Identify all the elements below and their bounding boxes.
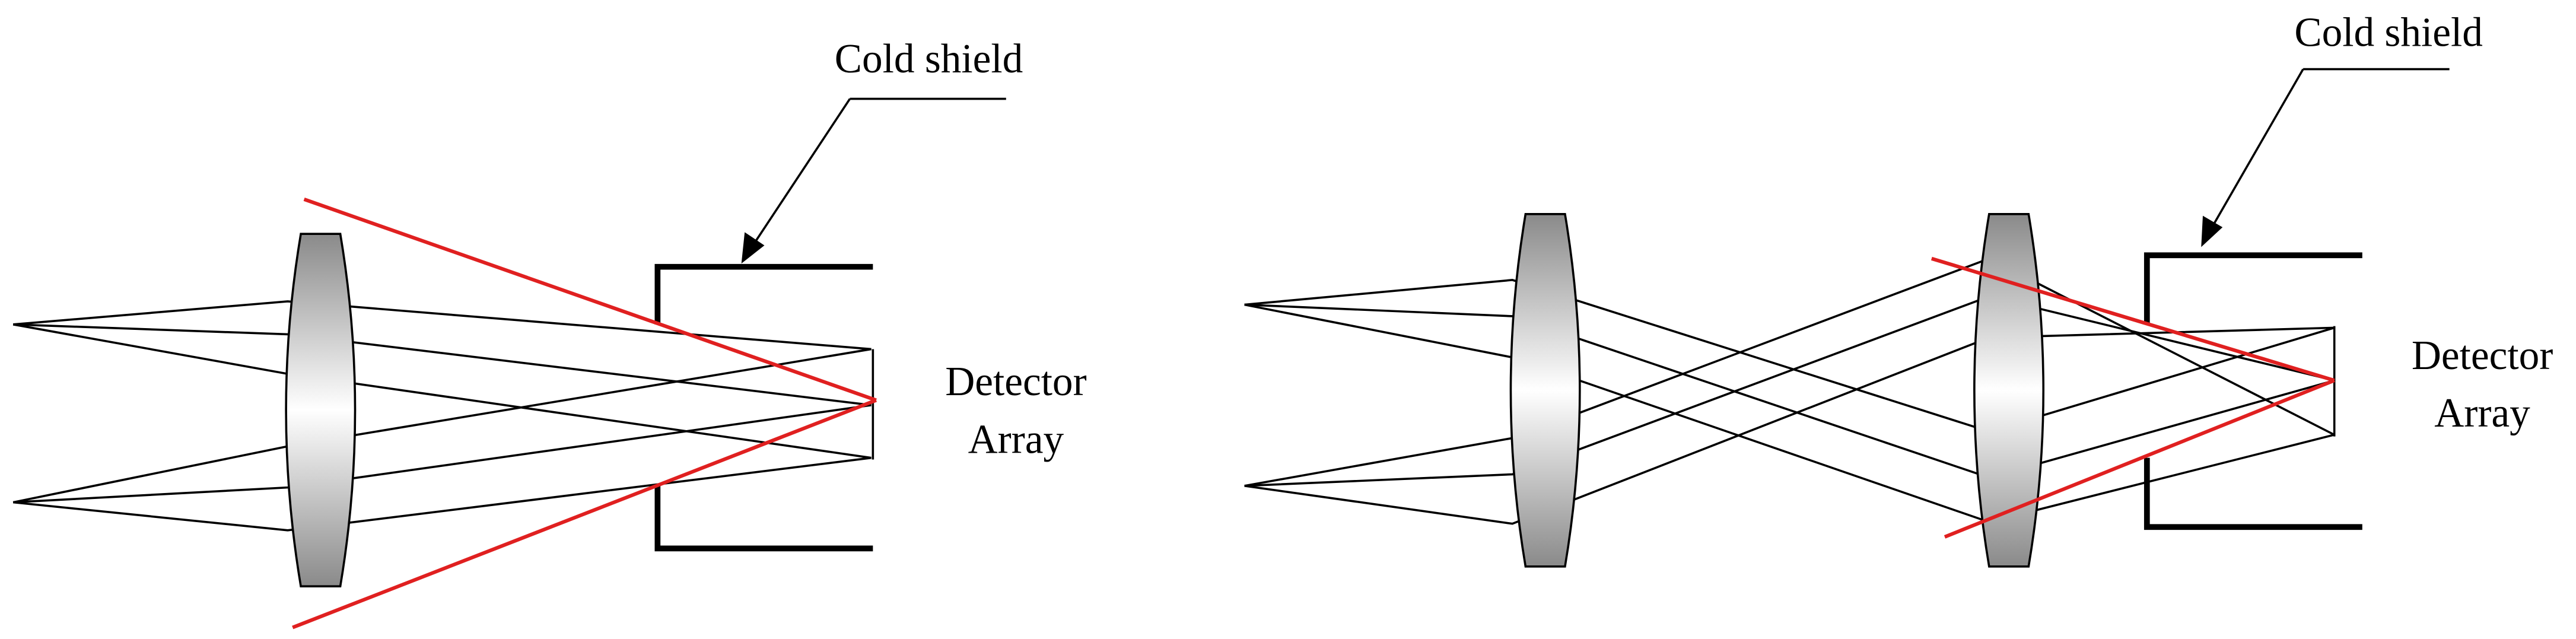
ray: [1244, 303, 2335, 479]
stray-ray: [303, 197, 877, 402]
detector-label: Detector: [2412, 332, 2553, 378]
leader-arrowhead: [2201, 215, 2223, 247]
cold-shield-label: Cold shield: [835, 36, 1023, 81]
cold-shield: [654, 484, 873, 552]
ray: [1244, 326, 2335, 525]
cold-shield: [2144, 252, 2362, 323]
leader-line: [752, 98, 851, 246]
ray: [1244, 257, 2335, 487]
diagram-relay-lens: Cold shield Detector Array: [1244, 9, 2553, 568]
lens: [1509, 213, 1581, 568]
ray-bundle: [12, 300, 872, 532]
stray-ray: [1931, 256, 2335, 383]
ray: [1244, 295, 2335, 487]
cold-shield-label: Cold shield: [2294, 9, 2482, 55]
stray-ray: [1944, 379, 2335, 539]
lens: [285, 233, 357, 587]
diagram-single-lens: Cold shield Detector Array: [12, 36, 1087, 630]
ray: [1244, 279, 2335, 433]
cold-shield: [2144, 457, 2362, 530]
detector-label: Detector: [945, 358, 1086, 404]
ray: [13, 404, 872, 504]
ray: [12, 323, 872, 459]
leader-line: [2210, 68, 2304, 230]
array-label: Array: [968, 416, 1064, 462]
ray: [13, 323, 872, 406]
cold-shield: [654, 263, 873, 325]
ray-bundle: [1244, 257, 2335, 525]
leader-arrowhead: [741, 232, 765, 264]
array-label: Array: [2434, 390, 2530, 435]
ray: [12, 348, 872, 504]
stray-ray: [292, 398, 877, 630]
ray: [1244, 303, 2335, 523]
lens: [1973, 213, 2044, 568]
ray: [12, 456, 872, 532]
ray: [13, 300, 872, 351]
